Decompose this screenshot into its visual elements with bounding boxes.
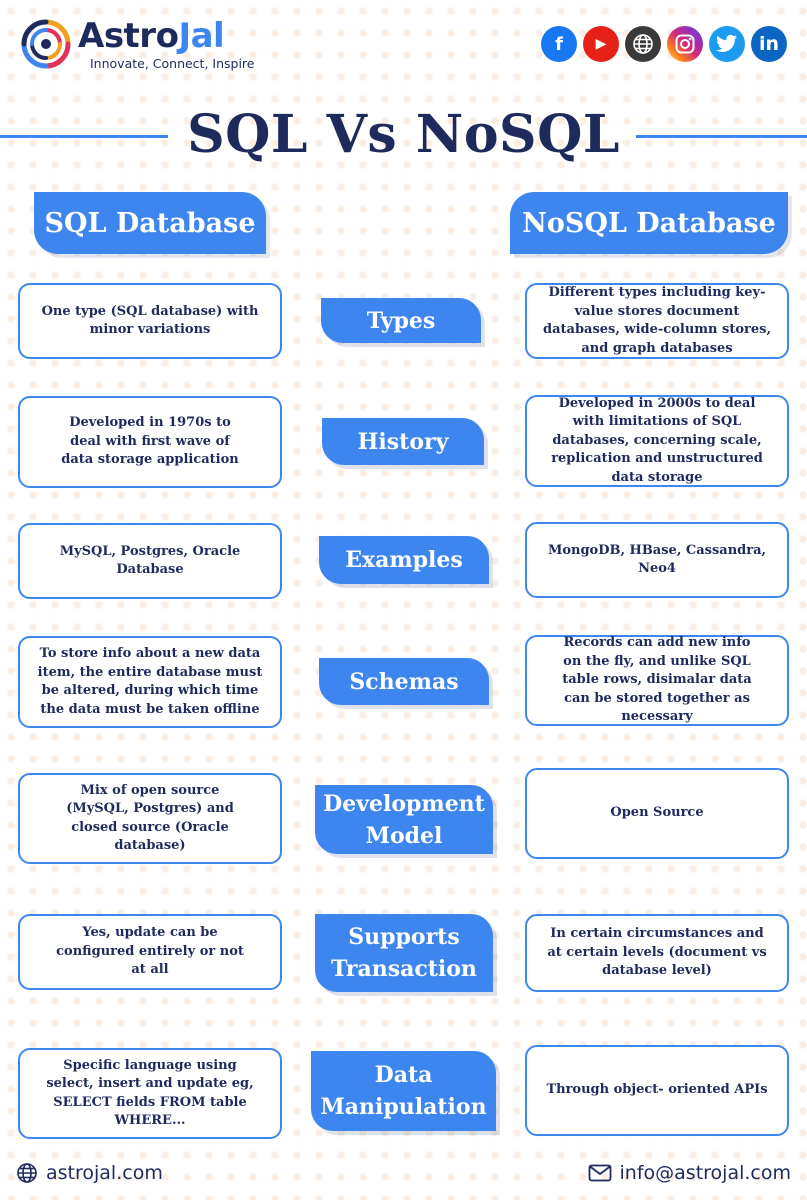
types-label: Types	[321, 298, 481, 343]
nosql-history-card: Developed in 2000s to deal with limitati…	[525, 395, 789, 487]
sql-column-header: SQL Database	[34, 192, 266, 254]
brand-tagline: Innovate, Connect, Inspire	[90, 56, 255, 71]
youtube-icon[interactable]: ▶	[583, 26, 619, 62]
sql-history-card: Developed in 1970s to deal with first wa…	[18, 396, 282, 488]
footer-website[interactable]: astrojal.com	[16, 1162, 163, 1184]
envelope-icon	[588, 1164, 611, 1182]
linkedin-icon[interactable]: in	[751, 26, 787, 62]
brand-name: AstroJal	[78, 16, 225, 56]
facebook-icon[interactable]: f	[541, 26, 577, 62]
website-globe-icon[interactable]	[625, 26, 661, 62]
brand-name-part2: Jal	[178, 16, 225, 56]
sql-supports-transaction-card: Yes, update can be configured entirely o…	[18, 914, 282, 990]
nosql-development-model-card: Open Source	[525, 768, 789, 859]
sql-data-manipulation-card: Specific language using select, insert a…	[18, 1048, 282, 1139]
nosql-types-card: Different types including key- value sto…	[525, 283, 789, 359]
footer-website-text: astrojal.com	[46, 1162, 163, 1184]
footer-email[interactable]: info@astrojal.com	[588, 1162, 791, 1184]
brand-name-part1: Astro	[78, 16, 179, 56]
title-line-left	[0, 135, 168, 138]
nosql-examples-card: MongoDB, HBase, Cassandra, Neo4	[525, 522, 789, 598]
nosql-data-manipulation-card: Through object- oriented APIs	[525, 1045, 789, 1136]
instagram-icon[interactable]	[667, 26, 703, 62]
twitter-icon[interactable]	[709, 26, 745, 62]
footer-email-text: info@astrojal.com	[619, 1162, 791, 1184]
examples-label: Examples	[319, 536, 489, 584]
data-manipulation-label: Data Manipulation	[311, 1051, 496, 1131]
page-title: SQL Vs NoSQL	[187, 104, 620, 165]
nosql-supports-transaction-card: In certain circumstances and at certain …	[525, 914, 789, 992]
supports-transaction-label: Supports Transaction	[315, 914, 493, 992]
sql-examples-card: MySQL, Postgres, Oracle Database	[18, 523, 282, 599]
social-links: f ▶ in	[541, 26, 787, 62]
nosql-column-header: NoSQL Database	[510, 192, 788, 254]
globe-icon	[17, 1163, 37, 1183]
brand-logo: AstroJal Innovate, Connect, Inspire	[16, 14, 255, 76]
history-label: History	[322, 418, 484, 465]
sql-types-card: One type (SQL database) with minor varia…	[18, 283, 282, 359]
astrojal-logo-icon	[21, 19, 71, 69]
sql-schemas-card: To store info about a new data item, the…	[18, 636, 282, 728]
development-model-label: Development Model	[315, 785, 493, 854]
sql-development-model-card: Mix of open source (MySQL, Postgres) and…	[18, 773, 282, 864]
schemas-label: Schemas	[319, 658, 489, 705]
nosql-schemas-card: Records can add new info on the fly, and…	[525, 635, 789, 726]
title-line-right	[636, 135, 807, 138]
